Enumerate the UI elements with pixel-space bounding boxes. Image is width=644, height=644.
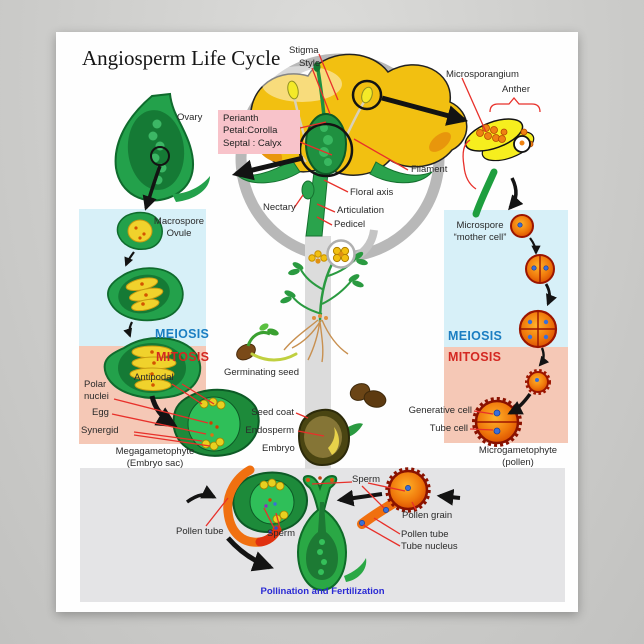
ovary-annotation-circle [298,122,354,178]
label-ovule: Ovule [166,227,192,239]
label-tube-cell: Tube cell [429,423,468,434]
label-mother-cell: “mother cell” [453,231,507,243]
megagametophyte-illustration [172,388,260,457]
label-germinating-seed: Germinating seed [224,367,299,378]
label-embryo-sac: (Embryo sac) [126,457,184,469]
label-floral-axis: Floral axis [350,187,394,198]
seedling-illustration [236,323,298,362]
label-microspore-mother-cell: Microspore “mother cell” [444,220,516,244]
label-pollen-tube-right: Pollen tube [401,529,449,540]
label-microspore: Microspore [456,220,504,231]
label-ovary: Ovary [177,112,203,123]
label-stigma: Stigma [289,45,319,56]
anther-bracket [489,96,541,113]
label-style: Style [299,58,321,69]
label-microgametophyte-line1: Microgametophyte [478,445,558,456]
label-endosperm: Endosperm [245,425,294,436]
label-perianth: Perianth [223,113,259,124]
label-pollen: (pollen) [502,456,534,468]
label-sperm-left: Sperm [267,528,295,539]
perianth-label-box: Perianth Petal:Corolla Septal : Calyx [218,110,300,154]
label-macrospore-ovule: Macrospore Ovule [150,216,208,240]
label-embryo: Embryo [262,443,295,454]
page-title: Angiosperm Life Cycle [82,46,281,70]
label-megagametophyte-line1: Megagametophyte [115,446,195,457]
label-articulation: Articulation [337,205,384,216]
label-seed-coat: Seed coat [251,407,294,418]
label-filament: Filament [411,164,448,175]
label-microgametophyte: Microgametophyte (pollen) [468,445,568,469]
plant-flower-circled [326,239,356,269]
label-synergid: Synergid [81,425,119,436]
label-tube-nucleus: Tube nucleus [401,541,458,552]
caption-pollination-fertilization: Pollination and Fertilization [260,586,385,597]
label-egg: Egg [92,407,109,418]
pistil-illustration [296,474,367,592]
label-microsporangium: Microsporangium [446,69,519,80]
megaspore-sequence [103,211,202,399]
label-mitosis-right: MITOSIS [448,350,502,364]
label-meiosis-right: MEIOSIS [448,329,503,343]
microspore-sequence [510,214,558,395]
diagram-artwork [103,53,558,592]
label-macrospore: Macrospore [153,216,205,227]
label-sperm-right: Sperm [352,474,380,485]
label-generative-cell: Generative cell [408,405,472,416]
filament-bracket [462,139,477,190]
poster: Angiosperm Life Cycle Stigma Style Micro… [56,32,578,612]
label-petal-corolla: Petal:Corolla [223,125,278,137]
germinated-pollen-illustration [357,467,431,529]
label-nuclei: nuclei [84,390,109,402]
label-polar-nuclei: Polar nuclei [84,379,109,403]
pollen-grain-illustration [472,397,522,447]
label-antipodal: Antipodal [134,372,174,383]
label-pollen-grain: Pollen grain [402,510,453,521]
label-anther: Anther [502,84,530,95]
flow-arrows [123,95,557,572]
label-mitosis-left: MITOSIS [156,350,210,364]
label-septal-calyx: Septal : Calyx [223,137,282,149]
leader-lines [111,53,494,547]
label-meiosis-left: MEIOSIS [155,327,210,341]
ovary-pod-illustration [114,92,210,202]
plant-illustration [280,239,368,363]
seed-section-illustration [297,408,363,467]
stamen-annotation-circle [351,79,383,111]
label-polar: Polar [84,379,107,390]
label-megagametophyte: Megagametophyte (Embryo sac) [100,446,210,470]
label-nectary: Nectary [263,202,296,213]
label-pedicel: Pedicel [334,219,366,230]
anther-illustration [462,96,541,218]
label-pollen-tube-left: Pollen tube [176,526,224,537]
plant-flower-small [308,250,328,264]
seeds-illustration [349,383,387,408]
